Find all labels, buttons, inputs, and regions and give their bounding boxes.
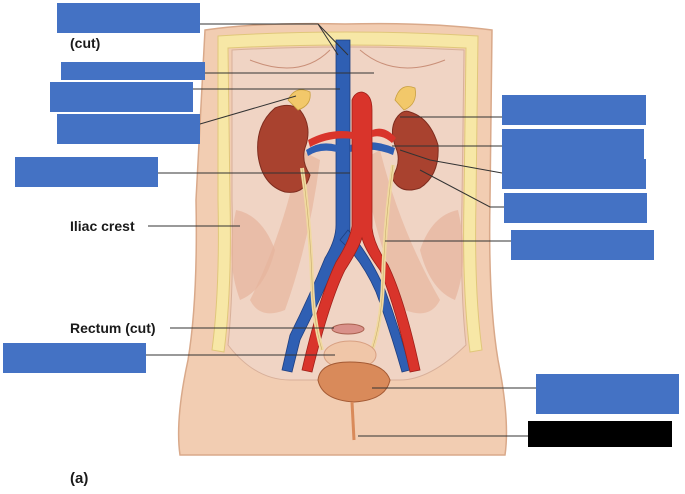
renal-artery-left (308, 131, 353, 147)
label-box-3 (50, 82, 193, 112)
label-box-11 (511, 230, 654, 260)
adrenal-right (394, 86, 416, 111)
iliac-vein-right (339, 229, 411, 373)
label-box-9 (502, 159, 646, 189)
label-box-5 (15, 157, 158, 187)
label-box-1 (57, 3, 200, 33)
kidney-left (257, 104, 311, 193)
label-box-13 (528, 421, 672, 447)
label-box-8 (502, 129, 644, 159)
fat-layer (211, 31, 483, 353)
diaphragm (249, 49, 446, 69)
ureter-left-outline (301, 167, 323, 351)
urethra (350, 401, 356, 441)
abdominal-aorta (301, 91, 421, 373)
rectum-label: Rectum (cut) (70, 320, 156, 336)
urinary-bladder (317, 361, 391, 403)
label-box-10 (504, 193, 647, 223)
iliac-left (231, 210, 275, 300)
cut-note: (cut) (70, 35, 101, 51)
label-box-12 (536, 374, 679, 414)
rectum (331, 323, 365, 335)
label-box-7 (502, 95, 646, 125)
figure-label: (a) (70, 470, 89, 487)
adrenal-left (287, 89, 311, 111)
renal-artery-right (372, 128, 396, 143)
renal-vein-left (306, 143, 337, 156)
psoas-right (362, 150, 440, 314)
psoas-left (250, 150, 320, 314)
label-box-2 (61, 62, 205, 80)
label-box-6 (3, 343, 146, 373)
ureter-right-outline (371, 164, 394, 351)
iliac-crest-label: Iliac crest (70, 218, 135, 234)
label-box-4 (57, 114, 200, 144)
leader-lines (146, 23, 536, 437)
iliac-right (420, 210, 464, 300)
